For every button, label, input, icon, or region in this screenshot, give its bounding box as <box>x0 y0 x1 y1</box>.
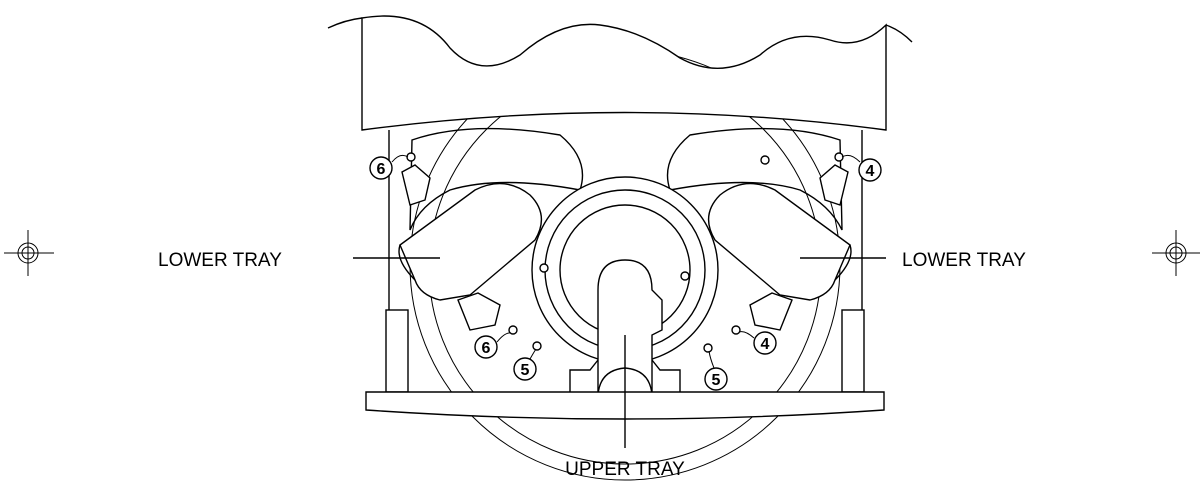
lower-tray-right-part <box>707 182 852 301</box>
marker-4-bottom: 4 <box>738 331 777 355</box>
marker-4-top: 4 <box>841 154 882 182</box>
marker-4-bottom-text: 4 <box>761 336 770 353</box>
marker-5-right-text: 5 <box>712 372 721 389</box>
upper-tray-label: UPPER TRAY <box>565 459 685 480</box>
lower-tray-left-label: LOWER TRAY <box>158 250 282 271</box>
marker-5-left: 5 <box>513 348 537 381</box>
screw-holes <box>406 152 844 353</box>
lower-tray-left-part <box>398 182 543 301</box>
marker-4-top-text: 4 <box>866 163 875 180</box>
housing-frame <box>385 130 865 393</box>
marker-6-bottom: 6 <box>474 332 512 359</box>
marker-5-left-text: 5 <box>521 362 530 379</box>
registration-mark-right <box>1152 230 1200 276</box>
marker-6-top: 6 <box>369 154 409 180</box>
registration-mark-left <box>4 230 54 276</box>
marker-6-bottom-text: 6 <box>482 340 491 357</box>
marker-5-right: 5 <box>704 350 728 391</box>
leader-lines <box>353 257 886 448</box>
top-cover <box>327 15 913 131</box>
marker-6-top-text: 6 <box>377 161 386 178</box>
lower-tray-right-label: LOWER TRAY <box>902 250 1026 271</box>
latch-details <box>401 164 849 331</box>
